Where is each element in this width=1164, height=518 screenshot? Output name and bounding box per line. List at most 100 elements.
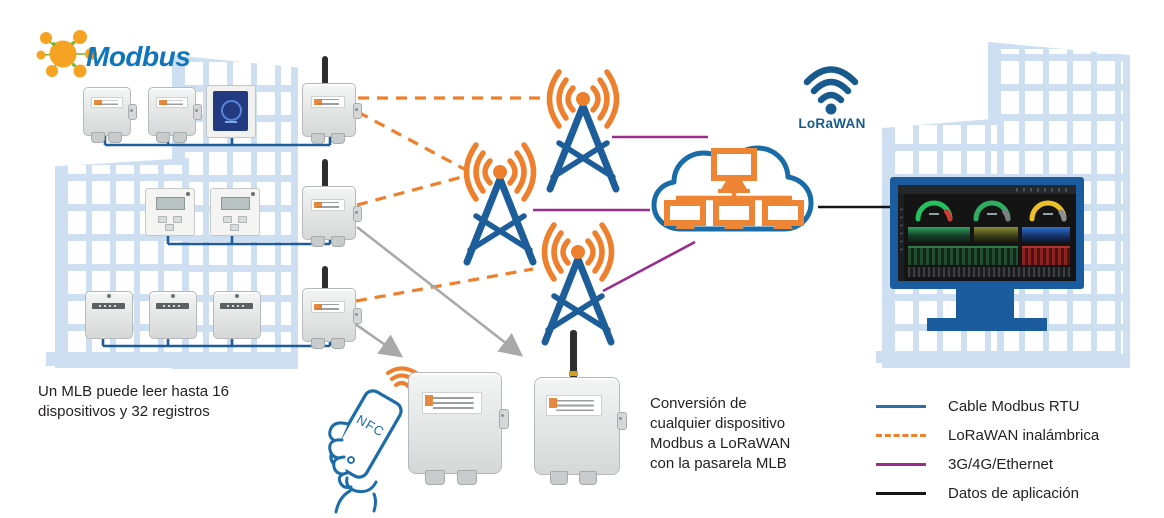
radio-tower-2-icon bbox=[467, 145, 534, 262]
thermostat-button bbox=[173, 216, 182, 223]
cable-gland bbox=[331, 338, 345, 349]
screw-dot bbox=[171, 294, 175, 298]
legend-row-appdata: Datos de aplicación bbox=[876, 483, 1079, 503]
conversion-line3: Modbus a LoRaWAN bbox=[650, 435, 791, 452]
device-label bbox=[91, 97, 123, 108]
mount-lug bbox=[353, 103, 362, 119]
thermostat-1 bbox=[145, 188, 195, 236]
mount-lug bbox=[193, 104, 202, 120]
mlb-gateway-3 bbox=[302, 288, 362, 349]
device-label bbox=[311, 199, 345, 211]
monitor-stand-base bbox=[927, 318, 1047, 331]
legend-label: 3G/4G/Ethernet bbox=[948, 455, 1054, 473]
chart-area-olive bbox=[974, 227, 1018, 242]
cable-gland bbox=[457, 470, 477, 485]
gateway-antenna bbox=[322, 266, 328, 289]
controller-readout bbox=[225, 121, 237, 123]
sensor-device-2 bbox=[148, 87, 202, 143]
cable-gland bbox=[311, 133, 325, 144]
thermostat-lcd bbox=[221, 197, 250, 210]
legend-row-lorawan: LoRaWAN inalámbrica bbox=[876, 425, 1099, 445]
lorawan-label: LoRaWAN bbox=[798, 116, 866, 131]
legend-line-purple bbox=[876, 462, 926, 466]
gauge-value bbox=[929, 213, 939, 215]
dashboard-header bbox=[898, 185, 1076, 194]
cable-gland bbox=[550, 471, 568, 485]
gray-arrow-to-gateway-a bbox=[350, 319, 404, 358]
mlb-capacity-note: Un MLB puede leer hasta 16 dispositivos … bbox=[38, 382, 298, 422]
gray-arrow-to-gateway-b bbox=[356, 225, 524, 357]
modbus-logo-icon: Modbus bbox=[36, 30, 191, 78]
modbus-bus-lines bbox=[101, 132, 332, 348]
device-label bbox=[422, 392, 482, 414]
cable-gland bbox=[425, 470, 445, 485]
conversion-line4: con la pasarela MLB bbox=[650, 455, 787, 472]
device-label bbox=[546, 395, 602, 416]
thermostat-button bbox=[238, 216, 247, 223]
cable-gland bbox=[331, 133, 345, 144]
sensor-device-3 bbox=[85, 291, 133, 339]
chart-area-blue bbox=[1022, 227, 1070, 242]
legend-label: Cable Modbus RTU bbox=[948, 397, 1080, 415]
thermostat-button bbox=[230, 224, 239, 231]
legend-row-modbus: Cable Modbus RTU bbox=[876, 396, 1079, 416]
cable-gland bbox=[579, 471, 597, 485]
touchscreen-controller bbox=[206, 85, 256, 138]
chart-bars-red bbox=[1022, 246, 1070, 265]
gateway-antenna bbox=[570, 330, 577, 377]
mlb-gateway-1 bbox=[302, 83, 362, 144]
thermostat-button bbox=[158, 216, 167, 223]
dashboard-sidebar bbox=[898, 194, 904, 281]
mount-lug bbox=[353, 308, 362, 324]
thermostat-button bbox=[223, 216, 232, 223]
mlb-gateway-2 bbox=[302, 186, 362, 247]
device-label bbox=[220, 303, 253, 309]
sensor-device-4 bbox=[149, 291, 197, 339]
thermostat-lcd bbox=[156, 197, 185, 210]
conversion-note: Conversión de cualquier dispositivo Modb… bbox=[650, 394, 850, 474]
nfc-phone-icon: NFC bbox=[328, 366, 421, 514]
cable-gland bbox=[108, 132, 122, 143]
mlb-note-line1: Un MLB puede leer hasta 16 bbox=[38, 383, 229, 400]
building-right-base bbox=[876, 351, 1118, 363]
legend: Cable Modbus RTU LoRaWAN inalámbrica 3G/… bbox=[876, 396, 1126, 503]
monitor-stand-neck bbox=[956, 289, 1014, 319]
mount-lug bbox=[499, 409, 509, 429]
lorawan-dashed-links bbox=[355, 96, 542, 303]
nfc-hand-outline bbox=[328, 421, 378, 514]
device-label bbox=[156, 303, 189, 309]
gauge-yellow bbox=[1029, 200, 1067, 222]
controller-screen bbox=[213, 91, 248, 131]
device-label bbox=[156, 97, 188, 108]
modbus-logo-text: Modbus bbox=[86, 41, 190, 72]
conversion-line2: cualquier dispositivo bbox=[650, 415, 786, 432]
lorawan-wifi-icon bbox=[803, 66, 859, 115]
cellular-links bbox=[533, 135, 708, 293]
cable-gland bbox=[173, 132, 187, 143]
legend-line-orange-dashed bbox=[876, 433, 926, 437]
gauge-value bbox=[987, 213, 997, 215]
mlb-gateway-large bbox=[408, 372, 509, 485]
gauge-green-1 bbox=[915, 200, 953, 222]
screw-dot bbox=[107, 294, 111, 298]
sensor-device-5 bbox=[213, 291, 261, 339]
thermostat-2 bbox=[210, 188, 260, 236]
device-label bbox=[311, 301, 345, 313]
cable-gland bbox=[156, 132, 170, 143]
building-left-base bbox=[46, 352, 298, 366]
chart-strip-bottom bbox=[908, 267, 1070, 277]
screw-dot bbox=[186, 192, 190, 196]
sensor-device-1 bbox=[83, 87, 137, 143]
gauge-value bbox=[1043, 213, 1053, 215]
radio-tower-1-icon bbox=[550, 72, 617, 189]
gauge-green-2 bbox=[973, 200, 1011, 222]
legend-line-black bbox=[876, 491, 926, 495]
legend-label: Datos de aplicación bbox=[948, 484, 1079, 502]
gateway-antenna bbox=[322, 159, 328, 187]
screw-dot bbox=[235, 294, 239, 298]
cloud-network-icon bbox=[651, 145, 814, 232]
legend-label: LoRaWAN inalámbrica bbox=[948, 426, 1100, 444]
cable-gland bbox=[311, 338, 325, 349]
